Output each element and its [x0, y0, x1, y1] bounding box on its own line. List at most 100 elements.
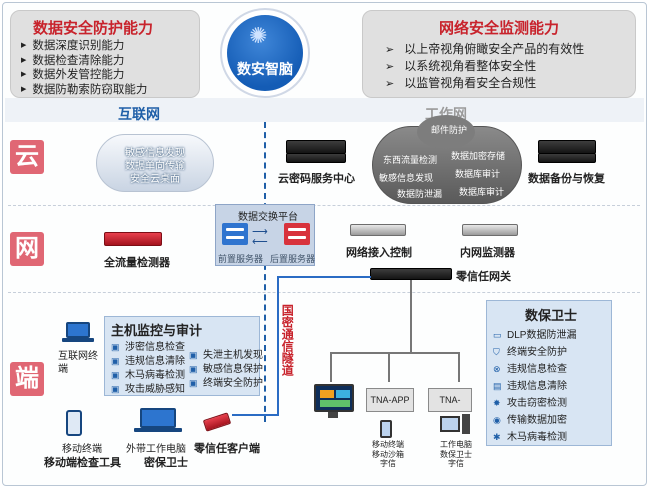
cloud-right-text: 东西流量检测 [383, 155, 438, 165]
connector-line [458, 352, 460, 382]
connector-line [388, 352, 390, 382]
data-guard-item: ✱木马病毒检测 [493, 432, 567, 443]
data-security-item: 数据深度识别能力 [21, 39, 193, 54]
network-monitoring-list: 以上帝视角俯瞰安全产品的有效性 以系统视角看整体安全性 以监管视角看安全合规性 [385, 41, 629, 92]
zero-trust-gateway-icon [370, 268, 452, 280]
cloud-right-text: 数据库审计 [455, 169, 501, 179]
zone-divider [264, 122, 266, 422]
folder-icon: ▭ [493, 330, 502, 340]
host-monitor-panel: 主机监控与审计 ▣涉密信息检查 ▣违规信息清除 ▣木马病毒检测 ▣攻击威胁感知 … [104, 316, 263, 396]
data-guard-title: 数保卫士 [525, 308, 578, 323]
rear-server-icon [284, 223, 310, 245]
mobile-terminal-label: 移动终端 [62, 444, 102, 455]
desktop-icon [62, 338, 94, 342]
tna-app-box: TNA-APP [366, 388, 414, 412]
cloud-left-text: 数据单向传输 [125, 161, 185, 172]
data-exchange-platform: 数据交换平台 ⟶ ⟵ 前置服务器 后置服务器 [215, 204, 315, 266]
cloud-right-text: 邮件防护 [431, 125, 468, 135]
connector-line [410, 280, 412, 352]
data-security-item: 数据外发管控能力 [21, 68, 193, 83]
data-guard-item: ◉传输数据加密 [493, 415, 567, 426]
data-guard-panel: 数保卫士 ▭DLP数据防泄漏 ⛉终端安全防护 ⊗违规信息检查 ▤违规信息清除 ✸… [486, 300, 612, 446]
lane-divider [8, 205, 640, 206]
network-monitoring-title: 网络安全监测能力 [438, 20, 559, 37]
internet-heading: 互联网 [118, 106, 160, 122]
host-monitor-item: ▣木马病毒检测 [111, 370, 185, 381]
internet-cloud: 敏感信息发现 数据单向传输 安全云桌面 [96, 134, 214, 192]
backup-server-icon [538, 153, 596, 163]
data-guard-item: ✸攻击窃密检测 [493, 398, 567, 409]
host-monitor-item: ▣攻击威胁感知 [111, 384, 185, 395]
right-arrow-icon: ⟶ [252, 226, 268, 238]
host-monitor-item: ▣涉密信息检查 [111, 342, 185, 353]
cloud-right-text: 数据防泄漏 [397, 189, 443, 199]
check-icon: ▣ [189, 350, 198, 360]
check-icon: ▣ [111, 370, 120, 380]
check-icon: ▣ [189, 378, 198, 388]
host-monitor-item: ▣敏感信息保护 [189, 364, 263, 375]
lane-network-label: 网 [10, 232, 44, 266]
mobile-phone-icon [66, 410, 82, 436]
mobile-tool-label: 移动端检查工具 [44, 457, 121, 469]
check-icon: ▣ [189, 364, 198, 374]
crypto-service-center-label: 云密码服务中心 [278, 173, 355, 185]
laptop-icon [140, 408, 176, 428]
brain-label: 数安智脑 [237, 61, 293, 77]
host-monitor-title: 主机监控与审计 [111, 323, 203, 338]
monitor-stand [328, 412, 338, 418]
crypto-server-icon [286, 140, 346, 154]
left-arrow-icon: ⟵ [252, 236, 268, 248]
host-monitor-item: ▣终端安全防护 [189, 378, 263, 389]
lane-cloud-label: 云 [10, 140, 44, 174]
tunnel-line [277, 276, 279, 416]
clear-icon: ▤ [493, 381, 502, 391]
pc-endpoint-labels: 工作电脑 数保卫士 字信 [440, 440, 472, 468]
desktop-icon [66, 322, 90, 338]
connector-line [330, 352, 332, 382]
check-icon: ⊗ [493, 364, 501, 374]
data-guard-item: ⊗违规信息检查 [493, 364, 567, 375]
data-security-capability-panel: 数据安全防护能力 数据深度识别能力 数据检查清除能力 数据外发管控能力 数据防勒… [10, 10, 200, 98]
data-guard-item: ▭DLP数据防泄漏 [493, 330, 577, 341]
check-icon: ▣ [111, 384, 120, 394]
tunnel-line [277, 276, 371, 278]
crypto-server-icon [286, 153, 346, 163]
zero-trust-gateway-label: 零信任网关 [456, 271, 511, 283]
intranet-monitor-label: 内网监测器 [460, 247, 515, 259]
network-monitoring-item: 以监管视角看安全合规性 [385, 75, 629, 92]
access-control-device-icon [350, 224, 406, 236]
section-header-band [5, 98, 644, 122]
mobile-device-icon [380, 420, 392, 438]
cloud-right-text: 敏感信息发现 [379, 173, 434, 183]
rear-server-label: 后置服务器 [270, 254, 316, 264]
laptop-guard-label: 密保卫士 [144, 457, 188, 469]
mobile-endpoint-labels: 移动终端 移动沙箱 字信 [372, 440, 404, 468]
internet-terminal-label: 互联网终端 [58, 351, 98, 375]
intranet-monitor-device-icon [462, 224, 518, 236]
backup-server-icon [538, 140, 596, 154]
cloud-right-text: 数据加密存储 [451, 151, 506, 161]
data-security-title: 数据安全防护能力 [33, 20, 154, 37]
shield-icon: ⛉ [493, 347, 500, 357]
cloud-left-text: 安全云桌面 [130, 174, 180, 185]
laptop-label: 外带工作电脑 [126, 444, 186, 455]
zero-trust-client-label: 零信任客户端 [194, 443, 260, 455]
laptop-icon [134, 428, 182, 432]
virus-icon: ✱ [493, 432, 501, 442]
cloud-left-text: 敏感信息发现 [125, 148, 185, 159]
data-security-item: 数据检查清除能力 [21, 54, 193, 69]
tunnel-line [232, 414, 279, 416]
brain-hub: ✺ 数安智脑 [220, 8, 310, 98]
pc-icon [440, 416, 460, 432]
pc-tower-icon [462, 414, 470, 434]
network-monitoring-item: 以上帝视角俯瞰安全产品的有效性 [385, 41, 629, 58]
cloud-right-text: 数据库审计 [459, 187, 505, 197]
tunnel-text: 国密通信隧道 [280, 304, 295, 376]
host-monitor-item: ▣失泄主机发现 [189, 350, 263, 361]
data-security-list: 数据深度识别能力 数据检查清除能力 数据外发管控能力 数据防勒索防窃取能力 [21, 39, 193, 97]
access-control-label: 网络接入控制 [346, 247, 412, 259]
front-server-icon [222, 223, 248, 245]
lane-endpoint-label: 端 [10, 362, 44, 396]
attack-icon: ✸ [493, 398, 501, 408]
backup-label: 数据备份与恢复 [528, 173, 605, 185]
